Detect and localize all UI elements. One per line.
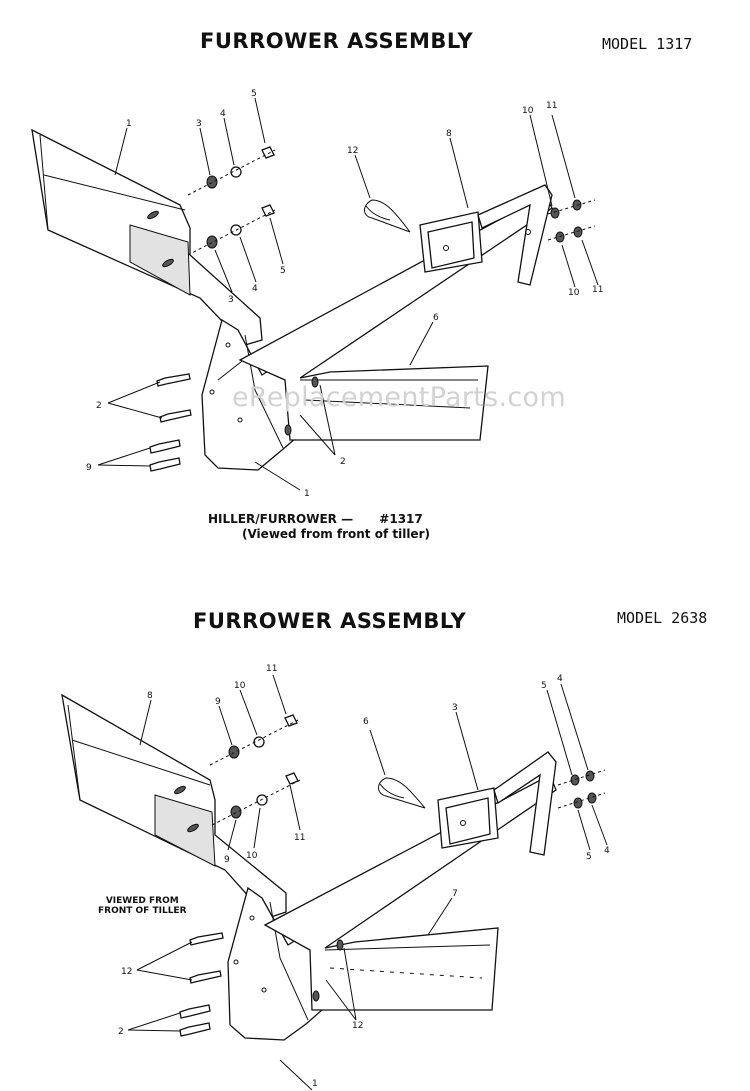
diagram-1-model: MODEL 1317 (602, 35, 693, 53)
callout-4: 4 (220, 109, 226, 119)
callout-4b: 4 (252, 284, 258, 294)
callout2-8: 8 (147, 691, 153, 701)
callout-1b: 1 (304, 489, 310, 499)
callout-2: 2 (96, 401, 102, 411)
callout2-11: 11 (266, 664, 277, 674)
callout-1: 1 (126, 119, 132, 129)
caption-line-1: HILLER/FURROWER — (208, 512, 354, 526)
diagram-2-title: FURROWER ASSEMBLY (193, 609, 467, 633)
callout2-7: 7 (452, 889, 458, 899)
carriage-bolts (149, 373, 192, 472)
callout2-6: 6 (363, 717, 369, 727)
callout-10b: 10 (568, 288, 580, 298)
diagram-1-caption: HILLER/FURROWER — #1317 (208, 512, 423, 526)
callout-3b: 3 (228, 295, 234, 305)
diagram-2-model: MODEL 2638 (617, 609, 708, 627)
callout2-5b: 5 (586, 852, 592, 862)
callout-12: 12 (347, 146, 358, 156)
callout-6: 6 (433, 313, 439, 323)
diagram-1-title: FURROWER ASSEMBLY (200, 29, 474, 53)
callout-8: 8 (446, 129, 452, 139)
callout2-10: 10 (234, 681, 246, 691)
callout-5: 5 (251, 89, 257, 99)
callout-5b: 5 (280, 266, 286, 276)
callout2-4: 4 (557, 674, 563, 684)
callout2-3: 3 (452, 703, 458, 713)
diagram-2-parts: 8 9 10 11 9 10 11 6 3 5 4 5 4 7 12 12 2 … (61, 664, 610, 1091)
callout2-10b: 10 (246, 851, 258, 861)
callout-10: 10 (522, 106, 534, 116)
callout2-9: 9 (215, 697, 221, 707)
callout-9: 9 (86, 463, 92, 473)
hitch-bracket-2 (493, 751, 557, 856)
callout2-12b: 12 (352, 1021, 363, 1031)
diagram-2-caption: VIEWED FROM FRONT OF TILLER (98, 896, 187, 916)
clevis-pin-2 (378, 777, 426, 809)
callout2-11b: 11 (294, 833, 305, 843)
diagram-1-parts: 1 3 4 5 3 4 5 12 8 10 11 10 11 6 2 2 9 1 (31, 89, 603, 499)
callout2-4b: 4 (604, 846, 610, 856)
watermark: eReplacementParts.com (232, 382, 566, 413)
callout2-12: 12 (121, 967, 132, 977)
hardware-stack-upper (187, 146, 276, 196)
hardware-stack-lower (187, 204, 276, 256)
callout-11b: 11 (592, 285, 603, 295)
callout2-5: 5 (541, 681, 547, 691)
callout-2b: 2 (340, 457, 346, 467)
callout2-9b: 9 (224, 855, 230, 865)
callout-3: 3 (196, 119, 202, 129)
diagram-1-caption-sub: (Viewed from front of tiller) (242, 527, 430, 541)
caption-number: #1317 (379, 512, 423, 526)
callout2-1: 1 (312, 1079, 318, 1089)
callout-11: 11 (546, 101, 557, 111)
clevis-pin (364, 199, 411, 233)
callout2-2: 2 (118, 1027, 124, 1037)
hitch-bracket (477, 184, 553, 286)
